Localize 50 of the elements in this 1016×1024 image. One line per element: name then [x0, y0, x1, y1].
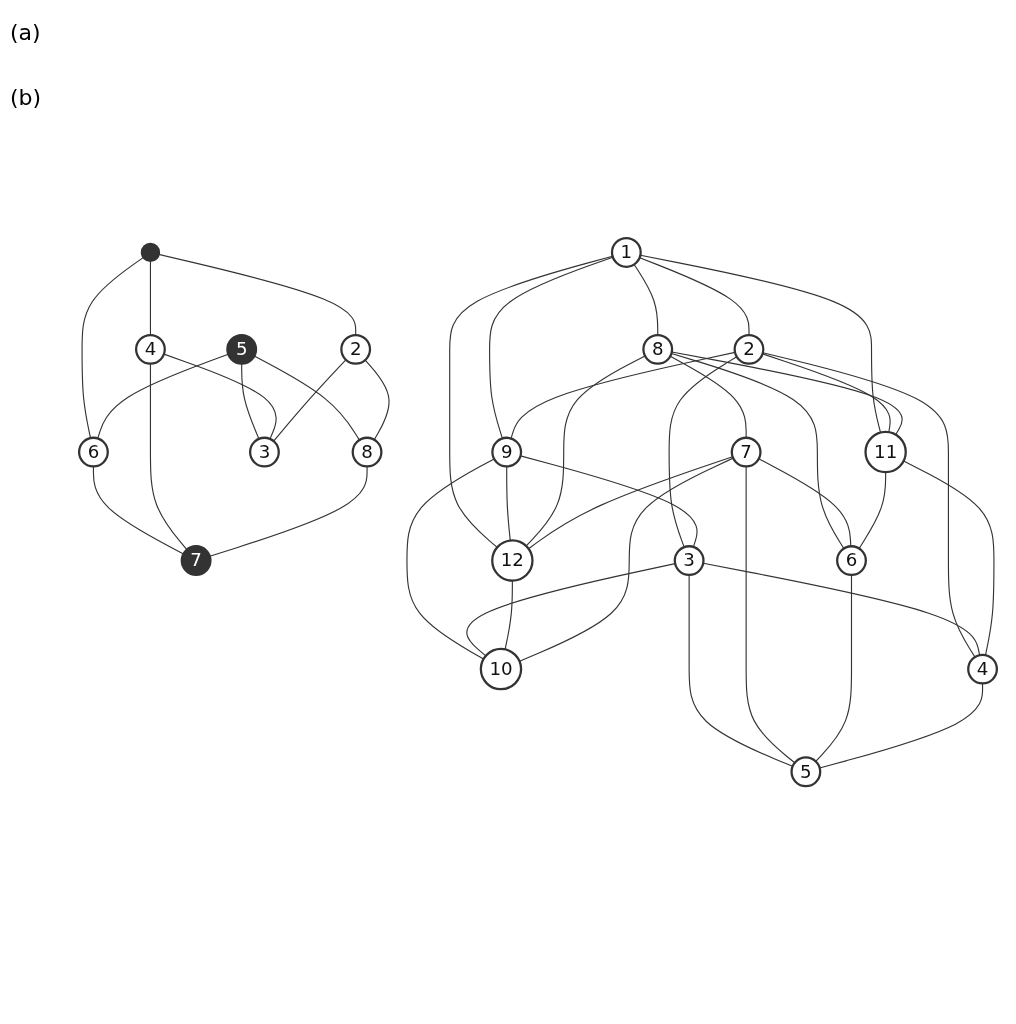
node-circle: 7 — [730, 436, 762, 468]
connector — [149, 363, 188, 551]
node-circle: 6 — [77, 436, 109, 468]
connector — [449, 255, 614, 548]
node-circle: 1 — [610, 236, 642, 268]
connector — [504, 580, 513, 650]
connector — [163, 353, 277, 440]
connector — [528, 456, 734, 550]
connector — [858, 471, 887, 549]
connector — [668, 356, 738, 548]
node-circle: 5 — [790, 756, 822, 788]
node-circle: 3 — [673, 545, 705, 576]
node-circle: 4 — [134, 333, 166, 365]
node-circle: 3 — [248, 436, 280, 468]
node-circle: 9 — [491, 436, 523, 468]
connector — [253, 355, 360, 441]
node-circle: 4 — [967, 653, 999, 685]
connector — [903, 460, 995, 656]
node-circle: 11 — [864, 430, 907, 474]
panel-label: (a) — [10, 20, 42, 45]
node-circle: 10 — [479, 647, 523, 691]
connector — [81, 256, 145, 439]
node-circle: 8 — [351, 436, 383, 468]
connector — [149, 260, 151, 336]
connector — [639, 257, 750, 336]
node-circle: 12 — [491, 539, 534, 582]
node-circle: 5 — [226, 333, 258, 365]
node-circle: 6 — [836, 545, 867, 576]
connector — [97, 353, 229, 439]
connector — [670, 352, 845, 549]
node-circle — [140, 242, 161, 262]
connector — [762, 353, 891, 433]
connector — [815, 574, 853, 762]
node-circle: 2 — [733, 333, 765, 365]
connector — [633, 263, 659, 336]
connector — [241, 363, 260, 440]
connector — [758, 458, 852, 547]
connector — [510, 351, 736, 439]
connector — [466, 562, 676, 657]
panel-label: (b) — [10, 85, 43, 110]
connector — [273, 359, 347, 442]
connector — [364, 359, 390, 441]
node-circle: 7 — [180, 545, 212, 576]
connector — [489, 256, 614, 439]
connector — [762, 352, 976, 658]
node-circle: 2 — [340, 333, 372, 365]
connector — [525, 355, 646, 547]
connector — [406, 458, 495, 660]
connector — [158, 253, 357, 336]
node-circle: 8 — [642, 333, 674, 365]
